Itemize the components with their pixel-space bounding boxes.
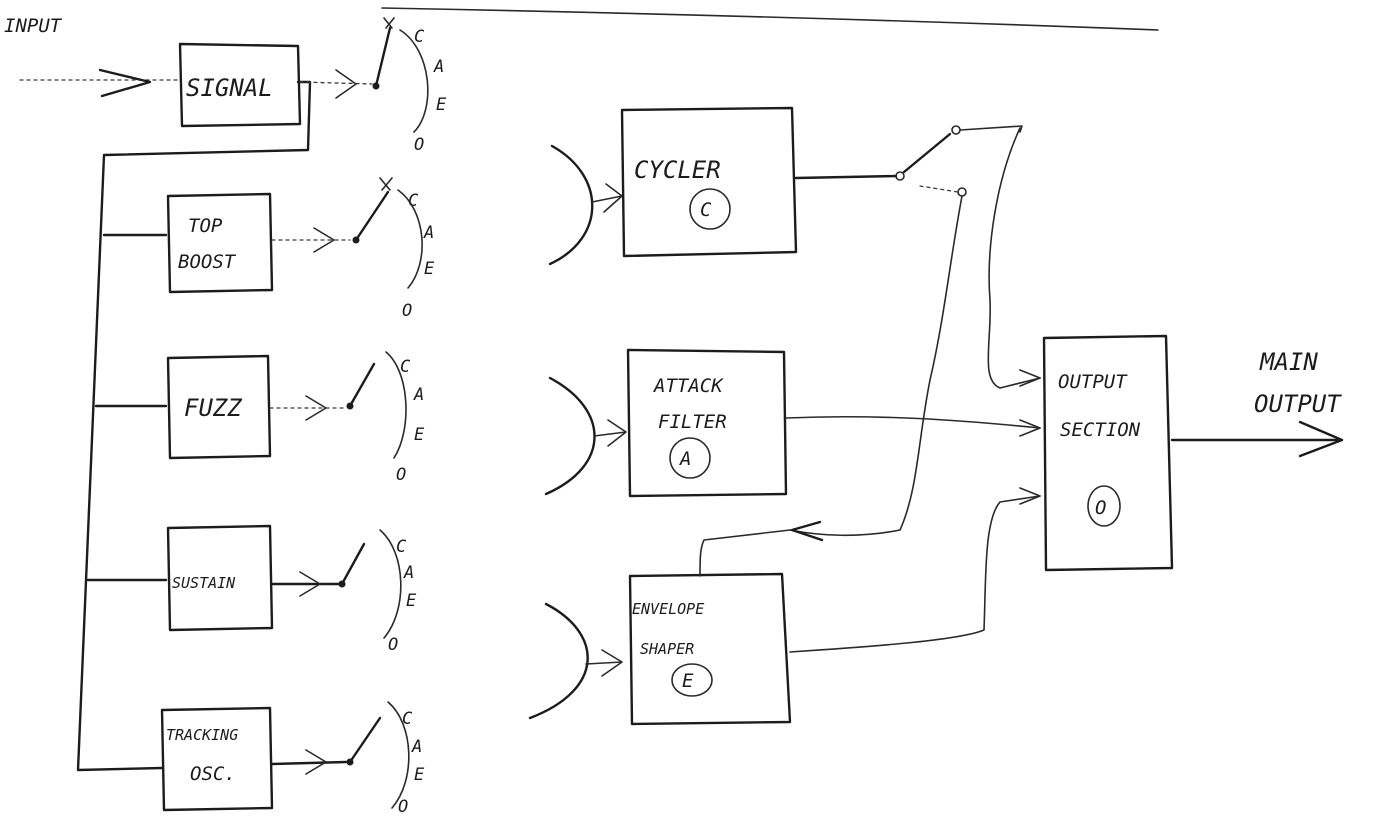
selector-fuzz-o: O [396,465,406,485]
block-output-section: OUTPUT SECTION O [1042,334,1174,572]
main-output-label-1: MAIN [1259,348,1318,376]
block-top-boost-label-1: TOP [188,215,223,237]
selector-signal-o: O [414,135,424,155]
selector-top-boost: C A E O [271,177,435,321]
block-fuzz: FUZZ [166,354,272,460]
bus-collector-e [528,602,589,720]
wire-cycler-to-output [987,127,1041,389]
block-cycler-label: CYCLER [634,156,721,184]
block-signal: SIGNAL [178,42,302,128]
block-attack-filter-label-1: ATTACK [653,375,724,397]
selector-fuzz: C A E O [269,351,425,485]
block-output-label-1: OUTPUT [1058,371,1128,393]
block-top-boost: TOP BOOST [166,192,274,294]
block-envelope-shaper-label-1: ENVELOPE [632,600,704,618]
selector-tracking-osc: C A E O [270,701,425,817]
cycler-switch-top-contact [951,125,961,135]
arrow-into-cycler [591,183,623,213]
input-label: INPUT [4,15,63,37]
selector-signal-a: A [433,57,444,77]
arrow-into-envelope-shaper [585,649,623,677]
block-attack-filter-code: A [679,448,691,470]
selector-sustain: C A E O [270,529,417,655]
selector-top-boost-o: O [402,301,412,321]
block-envelope-shaper: ENVELOPE SHAPER E [628,572,792,726]
top-return-line [381,7,1159,31]
arrow-into-attack-filter [593,419,627,447]
block-top-boost-label-2: BOOST [178,251,237,273]
block-sustain-label: SUSTAIN [172,574,236,592]
block-tracking-osc-label-1: TRACKING [166,726,238,744]
block-tracking-osc-label-2: OSC. [190,763,236,785]
wire-switch-to-envelope [789,195,963,537]
selector-top-boost-c: C [408,191,419,211]
wire-attack-to-output [785,415,1041,429]
arrow-into-envelope-return [790,520,824,542]
input-arrow [98,68,152,98]
selector-tracking-osc-a: A [411,737,422,757]
block-cycler: CYCLER C [620,106,798,258]
selector-sustain-e: E [406,591,417,611]
arrow-output-in-2 [1019,419,1041,437]
selector-sustain-a: A [403,563,414,583]
selector-sustain-o: O [388,635,398,655]
selector-signal-c: C [414,27,425,47]
selector-top-boost-a: A [423,223,434,243]
block-fuzz-label: FUZZ [184,394,242,422]
selector-sustain-c: C [396,537,407,557]
block-sustain: SUSTAIN [166,524,274,632]
selector-tracking-osc-o: O [398,797,408,817]
block-envelope-shaper-code: E [682,670,694,692]
block-cycler-code: C [700,199,712,221]
block-attack-filter-label-2: FILTER [658,411,727,433]
selector-fuzz-c: C [400,357,411,377]
wire-envelope-to-output [789,495,1041,653]
selector-fuzz-a: A [413,385,424,405]
arrow-output-in-3 [1019,487,1041,505]
cycler-switch-top-lead [959,125,1023,133]
cycler-switch-bottom-contact [957,187,967,197]
block-signal-label: SIGNAL [186,74,273,102]
input-bus [76,80,312,772]
selector-fuzz-e: E [414,425,425,445]
bus-collector-a [544,376,596,496]
selector-signal: C A E O [299,17,447,155]
block-output-label-2: SECTION [1060,419,1141,441]
block-output-code: O [1095,497,1106,519]
selector-tracking-osc-e: E [414,765,425,785]
cycler-switch-arm [902,132,952,174]
block-attack-filter: ATTACK FILTER A [626,348,788,498]
selector-signal-e: E [436,95,447,115]
selector-tracking-osc-c: C [402,709,413,729]
cycler-out-line [794,174,898,180]
bus-collector-c [548,144,594,266]
envelope-return-stub [699,529,791,577]
selector-top-boost-e: E [424,259,435,279]
main-output-label-2: OUTPUT [1254,390,1342,418]
main-output-arrow [1298,420,1344,458]
arrow-output-in-1 [1019,369,1041,387]
block-envelope-shaper-label-2: SHAPER [640,640,694,658]
cycler-switch-node [895,171,905,181]
block-tracking-osc: TRACKING OSC. [160,706,274,812]
cycler-switch-bypass [919,185,959,193]
